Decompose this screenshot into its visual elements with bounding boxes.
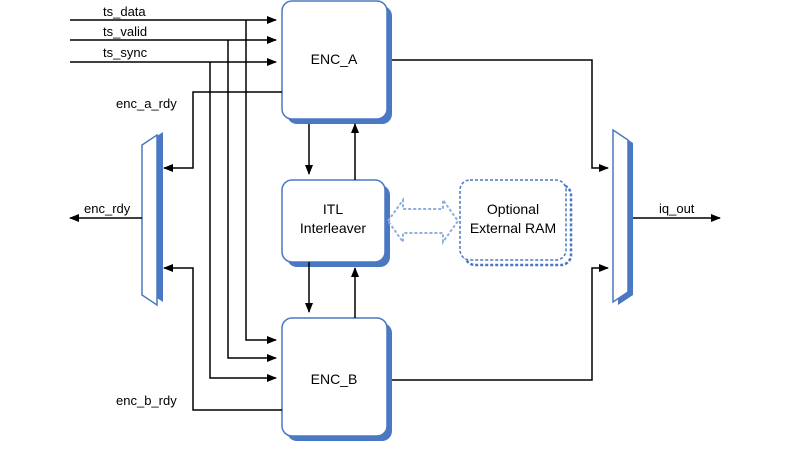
ts-data-label: ts_data (103, 4, 146, 19)
enc-b-rdy-wire (163, 264, 282, 411)
enc-rdy-mux (141, 132, 163, 307)
ts-valid-to-enc-b-wire (227, 40, 277, 362)
ts-data-to-enc-b-wire (245, 20, 277, 344)
external-ram-block: Optional External RAM (459, 179, 573, 267)
enc-a-to-mux-wire (392, 59, 609, 172)
enc-a-block: ENC_A (281, 0, 392, 124)
enc-rdy-label: enc_rdy (84, 201, 131, 216)
iq-out-label: iq_out (659, 201, 695, 216)
enc-b-rdy-label: enc_b_rdy (116, 393, 177, 408)
enc-b-label: ENC_B (311, 371, 358, 387)
enc-a-label: ENC_A (311, 51, 358, 67)
optional-label: Optional (487, 201, 539, 217)
interleaver-label: Interleaver (300, 220, 366, 236)
ram-double-arrow (386, 196, 460, 246)
enc-b-block: ENC_B (281, 317, 392, 441)
enc-b-to-mux-wire (392, 264, 609, 381)
itl-interleaver-block: ITL Interleaver (281, 179, 390, 267)
iq-out-mux (612, 128, 633, 305)
ts-sync-label: ts_sync (103, 45, 148, 60)
enc-a-rdy-wire (163, 91, 282, 172)
itl-label: ITL (323, 201, 343, 217)
wires (69, 16, 721, 411)
ts-sync-to-enc-b-wire (209, 62, 277, 382)
ts-valid-label: ts_valid (103, 24, 147, 39)
external-ram-label: External RAM (470, 220, 556, 236)
enc-a-rdy-label: enc_a_rdy (116, 96, 177, 111)
